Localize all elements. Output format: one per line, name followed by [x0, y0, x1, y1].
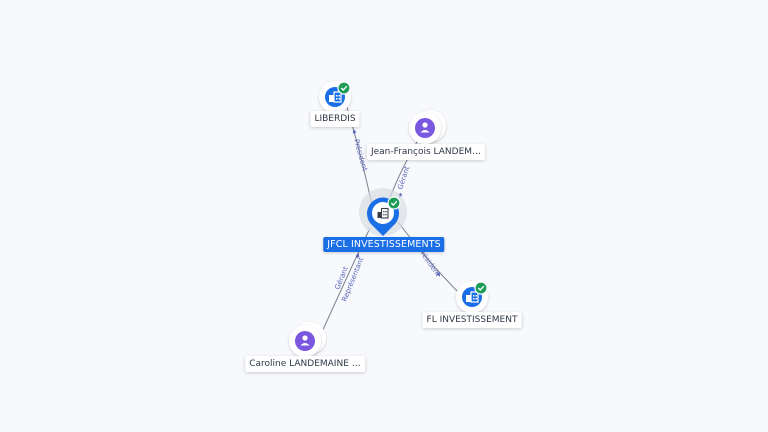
check-badge-icon: [474, 281, 488, 295]
node-jean-francois[interactable]: [409, 110, 446, 144]
node-label-liberdis[interactable]: LIBERDIS: [310, 111, 360, 127]
person-icon: [420, 122, 430, 133]
building-icon: [329, 91, 342, 103]
building-icon: [466, 291, 479, 303]
building-icon: [377, 207, 389, 219]
node-fl-investissement[interactable]: [456, 281, 488, 313]
check-badge-icon: [337, 81, 351, 95]
arrow-liberdis: [352, 129, 357, 135]
arrow-caroline: [355, 253, 360, 259]
person-icon: [300, 335, 310, 346]
node-label-jean-francois[interactable]: Jean-François LANDEM…: [366, 144, 486, 160]
check-badge-icon: [387, 196, 401, 210]
node-label-center[interactable]: JFCL INVESTISSEMENTS: [323, 237, 445, 252]
node-label-fl-investissement[interactable]: FL INVESTISSEMENT: [422, 312, 522, 328]
node-caroline[interactable]: [289, 322, 326, 357]
edge-fl-investissement: [397, 221, 463, 297]
node-label-caroline[interactable]: Caroline LANDEMAINE …: [245, 356, 365, 372]
arrow-fl-investissement: [436, 271, 441, 277]
node-center[interactable]: [359, 188, 407, 236]
node-liberdis[interactable]: [319, 81, 351, 113]
